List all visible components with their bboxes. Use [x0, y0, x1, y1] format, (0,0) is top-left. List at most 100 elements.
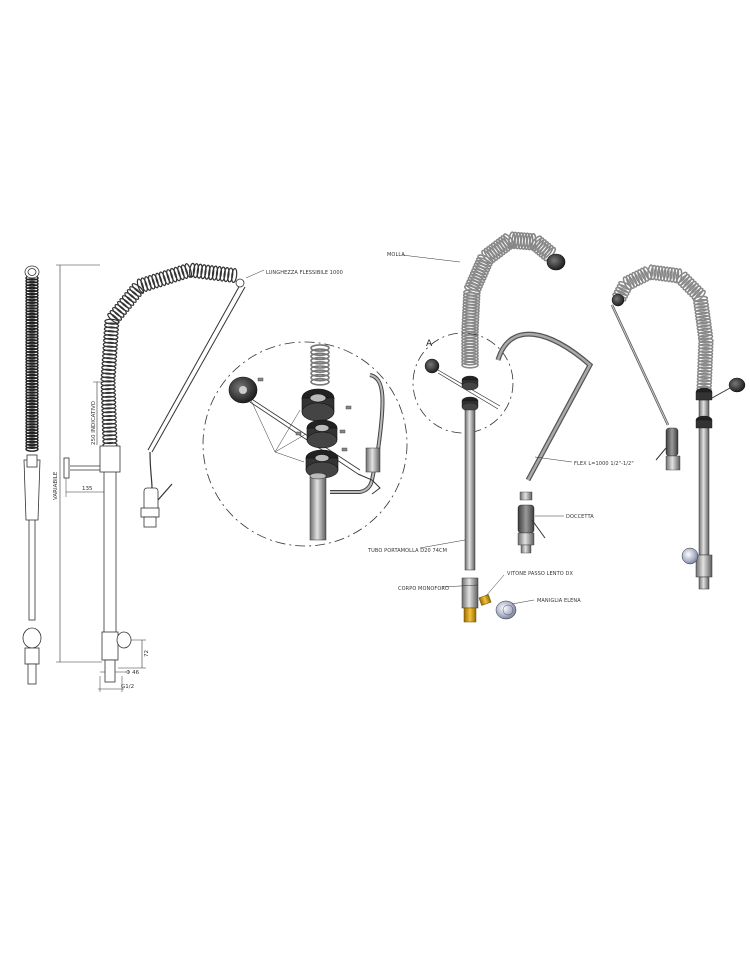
spring-coil-turn: [25, 327, 39, 334]
spring-coil-turn: [25, 344, 39, 351]
spring-coil-turn: [119, 297, 132, 309]
spring-coil-turn: [687, 283, 699, 295]
spring-coil-turn: [25, 289, 39, 296]
spring-coil-turn: [669, 267, 677, 283]
spring-coil-turn: [697, 327, 713, 335]
spring-coil-turn: [101, 426, 118, 433]
spring-coil-turn: [693, 289, 706, 302]
label-detail-a: A: [426, 339, 433, 349]
spring-coil-turn: [116, 300, 130, 312]
spring-coil-turn: [101, 418, 117, 425]
spring-coil-turn: [101, 357, 117, 364]
spring-coil-turn: [637, 269, 647, 284]
spring-coil-turn: [25, 367, 39, 374]
spring-coil-icon: [100, 262, 238, 449]
label-dim-135: 135: [82, 486, 93, 492]
spring-coil-turn: [102, 345, 118, 352]
spring-coil-turn: [25, 443, 39, 450]
spring-coil-turn: [697, 359, 713, 367]
spring-coil-turn: [25, 309, 39, 316]
spring-coil-turn: [100, 387, 116, 395]
spring-coil-turn: [25, 423, 39, 429]
spring-coil-turn: [659, 266, 667, 282]
spring-coil-turn: [697, 353, 714, 360]
spring-coil-turn: [102, 430, 118, 437]
spring-coil-turn: [675, 268, 683, 284]
exploded-isometric-view: [401, 231, 594, 623]
spring-coil-turn: [310, 344, 330, 352]
spring-coil-turn: [227, 267, 234, 283]
spring-coil-turn: [695, 317, 712, 325]
spring-coil-turn: [25, 321, 39, 328]
spring-coil-turn: [124, 292, 137, 303]
spring-coil-turn: [615, 286, 630, 296]
spring-coil-turn: [211, 265, 219, 281]
spring-coil-turn: [25, 301, 39, 307]
spring-coil-turn: [184, 263, 193, 278]
spring-coil-turn: [689, 285, 702, 298]
spring-coil-turn: [697, 356, 713, 363]
label-vitone: VITONE PASSO LENTO DX: [507, 571, 573, 577]
spring-coil-turn: [114, 303, 127, 315]
spring-coil-turn: [25, 292, 39, 299]
spring-coil-turn: [694, 305, 710, 312]
spring-coil-turn: [101, 364, 117, 371]
spring-coil-turn: [25, 382, 39, 389]
spring-coil-turn: [196, 263, 203, 279]
spring-coil-turn: [25, 353, 39, 360]
spring-coil-turn: [697, 366, 713, 373]
spring-coil-turn: [107, 312, 120, 324]
spring-coil-turn: [101, 360, 117, 368]
spring-coil-turn: [698, 340, 714, 347]
spray-head-icon: [517, 491, 546, 554]
spring-coil-turn: [696, 375, 713, 383]
spring-coil-turn: [25, 417, 39, 423]
spring-coil-turn: [696, 369, 713, 376]
spring-coil-turn: [310, 365, 330, 374]
spring-coil-turn: [25, 440, 39, 447]
label-250-indicativo: 250 INDICATIVO: [91, 400, 97, 445]
spring-coil-turn: [25, 405, 39, 412]
spring-coil-icon: [461, 231, 557, 369]
spring-coil-turn: [25, 338, 39, 345]
spring-coil-turn: [625, 274, 635, 290]
spring-coil-turn: [158, 271, 167, 287]
spring-coil-turn: [25, 304, 39, 310]
spring-coil-turn: [696, 372, 713, 380]
spring-coil-turn: [173, 266, 182, 282]
spring-coil-turn: [692, 295, 709, 303]
spring-coil-turn: [100, 376, 116, 383]
spring-coil-icon: [612, 264, 714, 396]
detail-circle-exploded-view: [202, 341, 408, 547]
spring-coil-turn: [25, 385, 39, 392]
spring-coil-turn: [25, 379, 39, 386]
spring-coil-turn: [677, 273, 690, 286]
spring-coil-turn: [25, 376, 39, 383]
spring-coil-turn: [694, 308, 710, 316]
spring-coil-turn: [25, 341, 39, 348]
spring-coil-turn: [616, 283, 631, 294]
spring-coil-turn: [109, 309, 123, 321]
spring-coil-turn: [103, 337, 119, 344]
spring-coil-turn: [166, 269, 174, 284]
spring-coil-turn: [310, 348, 330, 357]
spring-coil-turn: [25, 425, 39, 432]
spring-coil-turn: [25, 278, 39, 284]
spring-coil-turn: [310, 352, 330, 361]
spring-coil-turn: [25, 434, 39, 441]
valve-handle-icon: [22, 627, 42, 649]
spring-coil-turn: [140, 277, 148, 293]
spring-coil-turn: [103, 330, 119, 337]
spring-coil-turn: [25, 315, 39, 322]
spring-coil-turn: [310, 361, 330, 369]
spring-coil-icon: [25, 275, 39, 452]
spring-coil-turn: [208, 265, 215, 281]
spring-coil-turn: [200, 264, 207, 280]
spring-coil-turn: [672, 267, 680, 284]
spring-coil-turn: [25, 388, 39, 394]
spring-coil-turn: [697, 350, 714, 357]
spring-coil-turn: [25, 391, 39, 397]
spring-coil-turn: [104, 322, 120, 329]
spring-coil-turn: [101, 399, 117, 406]
